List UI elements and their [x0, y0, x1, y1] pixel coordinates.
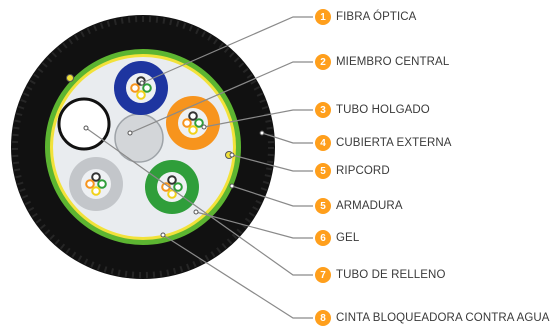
- callout-cinta-bloqueadora: 8 CINTA BLOQUEADORA CONTRA AGUA: [315, 308, 550, 328]
- callout-number-badge: 8: [315, 310, 331, 326]
- callout-number-badge: 2: [315, 54, 331, 70]
- callout-number-badge: 7: [315, 267, 331, 283]
- leader-dots: [83, 80, 265, 238]
- callout-label-text: TUBO HOLGADO: [336, 104, 430, 116]
- leader-line-armadura: [231, 185, 313, 207]
- callout-miembro-central: 2 MIEMBRO CENTRAL: [315, 52, 449, 72]
- callout-number-badge: 6: [315, 230, 331, 246]
- callout-cubierta-externa: 4 CUBIERTA EXTERNA: [315, 133, 452, 153]
- callout-number-badge: 3: [315, 102, 331, 118]
- callout-label-text: GEL: [336, 232, 360, 244]
- leader-line-cinta: [162, 234, 313, 319]
- leader-line-gel: [195, 211, 313, 239]
- leader-line-fibra-optica: [141, 16, 313, 84]
- loose-tube-gray: [69, 157, 123, 211]
- leader-lines: [85, 16, 313, 319]
- loose-tube-blue: [114, 61, 168, 115]
- callout-label-text: CUBIERTA EXTERNA: [336, 137, 452, 149]
- callout-label-text: RIPCORD: [336, 165, 390, 177]
- callout-number-badge: 1: [315, 9, 331, 25]
- callout-tubo-holgado: 3 TUBO HOLGADO: [315, 100, 430, 120]
- callout-label-text: FIBRA ÓPTICA: [336, 11, 417, 23]
- callout-label-text: ARMADURA: [336, 200, 403, 212]
- leader-line-miembro-central: [129, 61, 313, 134]
- ripcord: [66, 74, 74, 82]
- filler-tube: [57, 97, 111, 151]
- leader-line-tubo-relleno: [85, 127, 313, 276]
- callout-label-text: CINTA BLOQUEADORA CONTRA AGUA: [336, 312, 550, 324]
- callout-number-badge: 4: [315, 135, 331, 151]
- callout-number-badge: 5: [315, 198, 331, 214]
- callout-tubo-relleno: 7 TUBO DE RELLENO: [315, 265, 446, 285]
- loose-tube-orange: [166, 96, 220, 150]
- callout-number-badge: 5: [315, 163, 331, 179]
- callout-ripcord: 5 RIPCORD: [315, 161, 390, 181]
- callout-gel: 6 GEL: [315, 228, 359, 248]
- leader-line-tubo-holgado: [203, 109, 313, 128]
- leader-line-ripcord: [231, 154, 313, 172]
- callout-label-text: TUBO DE RELLENO: [336, 269, 446, 281]
- leader-line-cubierta-externa: [261, 132, 313, 144]
- outer-jacket-texture: [12, 16, 274, 278]
- callout-fibra-optica: 1 FIBRA ÓPTICA: [315, 7, 416, 27]
- callout-label-text: MIEMBRO CENTRAL: [336, 56, 450, 68]
- callout-armadura: 5 ARMADURA: [315, 196, 403, 216]
- loose-tube-green: [145, 160, 199, 214]
